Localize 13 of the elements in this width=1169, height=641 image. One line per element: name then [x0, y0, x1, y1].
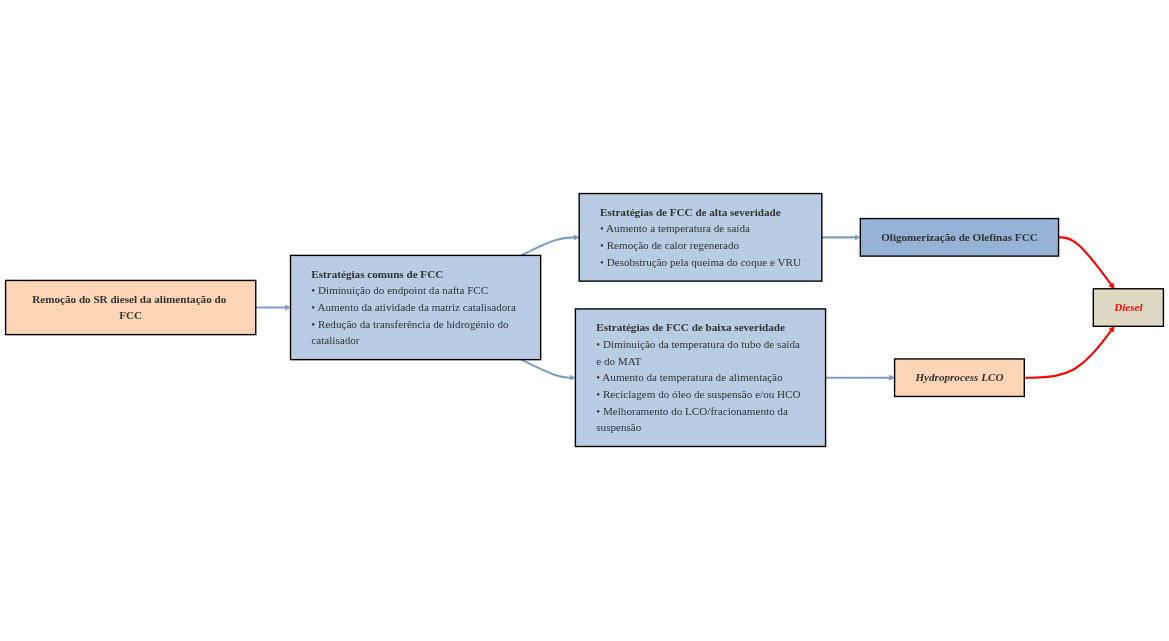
- arrow: [1024, 326, 1115, 380]
- node-box: Diesel: [1092, 288, 1165, 328]
- arrow: [825, 375, 895, 382]
- arrow: [520, 234, 580, 257]
- node-box: Estratégias de FCC de baixa severidade • Diminuição da temperatura do tubo de saída e do MAT • Aumento da temperatura de alimentação • Reciclagem do óleo de suspensão e/ou HCO • Melhoramento do LCO/fracionamento da suspensão: [574, 308, 827, 448]
- node-box: Oligomerização de Olefinas FCC: [859, 218, 1060, 258]
- arrow: [821, 234, 861, 241]
- node-box: Remoção do SR diesel da alimentação do FCC: [4, 280, 257, 336]
- node-box: Estratégias comuns de FCC • Diminuição do endpoint da nafta FCC • Aumento da atividade da matriz catalisadora • Redução da transferência de hidrogénio do catalisador: [289, 255, 542, 361]
- node-box: Hydroprocess LCO: [893, 358, 1025, 398]
- node-box: Estratégias de FCC de alta severidade • Aumento a temperatura de saída • Remoção de calor regenerado • Desobstrução pela queima do coque e VRU: [578, 193, 823, 283]
- arrow: [255, 304, 291, 312]
- arrow: [1058, 236, 1115, 290]
